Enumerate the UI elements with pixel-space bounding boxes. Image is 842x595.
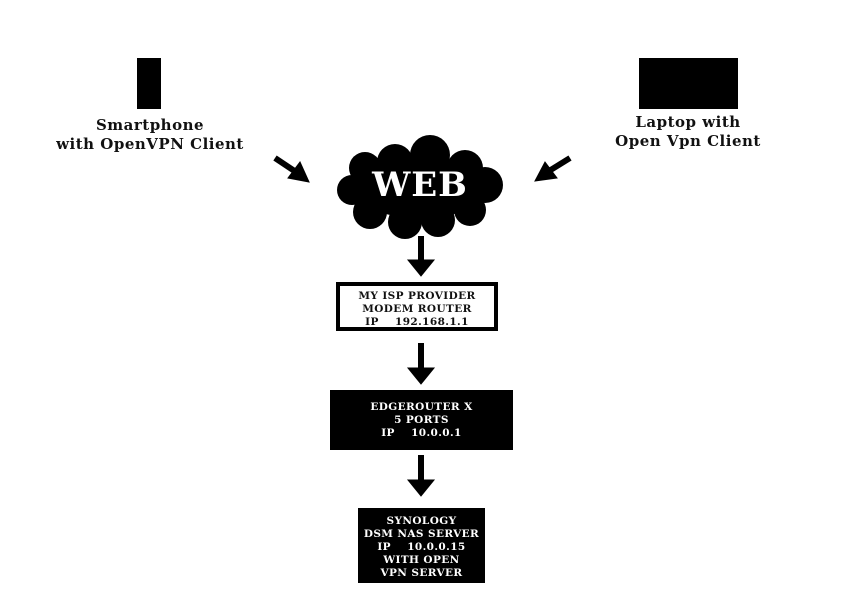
arrow-smartphone-to-web: [273, 155, 310, 183]
laptop-label: Laptop with Open Vpn Client: [588, 113, 788, 151]
smartphone-label: Smartphone with OpenVPN Client: [40, 116, 260, 154]
edgerouter-line1: EDGEROUTER X: [370, 401, 473, 413]
smartphone-icon: [137, 58, 161, 109]
laptop-label-line1: Laptop with: [635, 113, 741, 131]
isp-router-box: MY ISP PROVIDER MODEM ROUTER IP 192.168.…: [336, 282, 498, 331]
arrow-web-to-isp: [406, 236, 436, 277]
edgerouter-line3: IP 10.0.0.1: [381, 427, 462, 439]
isp-router-line3: IP 192.168.1.1: [365, 316, 469, 328]
nas-line1: SYNOLOGY: [386, 515, 457, 527]
arrow-isp-to-edgerouter: [406, 343, 436, 385]
web-label: WEB: [372, 165, 468, 205]
isp-router-line2: MODEM ROUTER: [362, 303, 472, 315]
isp-router-line1: MY ISP PROVIDER: [358, 290, 476, 302]
arrow-laptop-to-web: [534, 155, 572, 182]
nas-line4: WITH OPEN: [383, 554, 460, 566]
edgerouter-line2: 5 PORTS: [394, 414, 449, 426]
nas-line5: VPN SERVER: [380, 567, 463, 579]
laptop-label-line2: Open Vpn Client: [615, 132, 761, 150]
nas-box: SYNOLOGY DSM NAS SERVER IP 10.0.0.15 WIT…: [358, 508, 485, 583]
edgerouter-box: EDGEROUTER X 5 PORTS IP 10.0.0.1: [330, 390, 513, 450]
web-cloud-icon: [337, 135, 503, 239]
nas-line3: IP 10.0.0.15: [377, 541, 466, 553]
laptop-icon: [639, 58, 738, 109]
smartphone-label-line1: Smartphone: [95, 116, 205, 134]
smartphone-label-line2: with OpenVPN Client: [56, 135, 244, 153]
arrow-edgerouter-to-nas: [406, 455, 436, 497]
nas-line2: DSM NAS SERVER: [363, 528, 480, 540]
